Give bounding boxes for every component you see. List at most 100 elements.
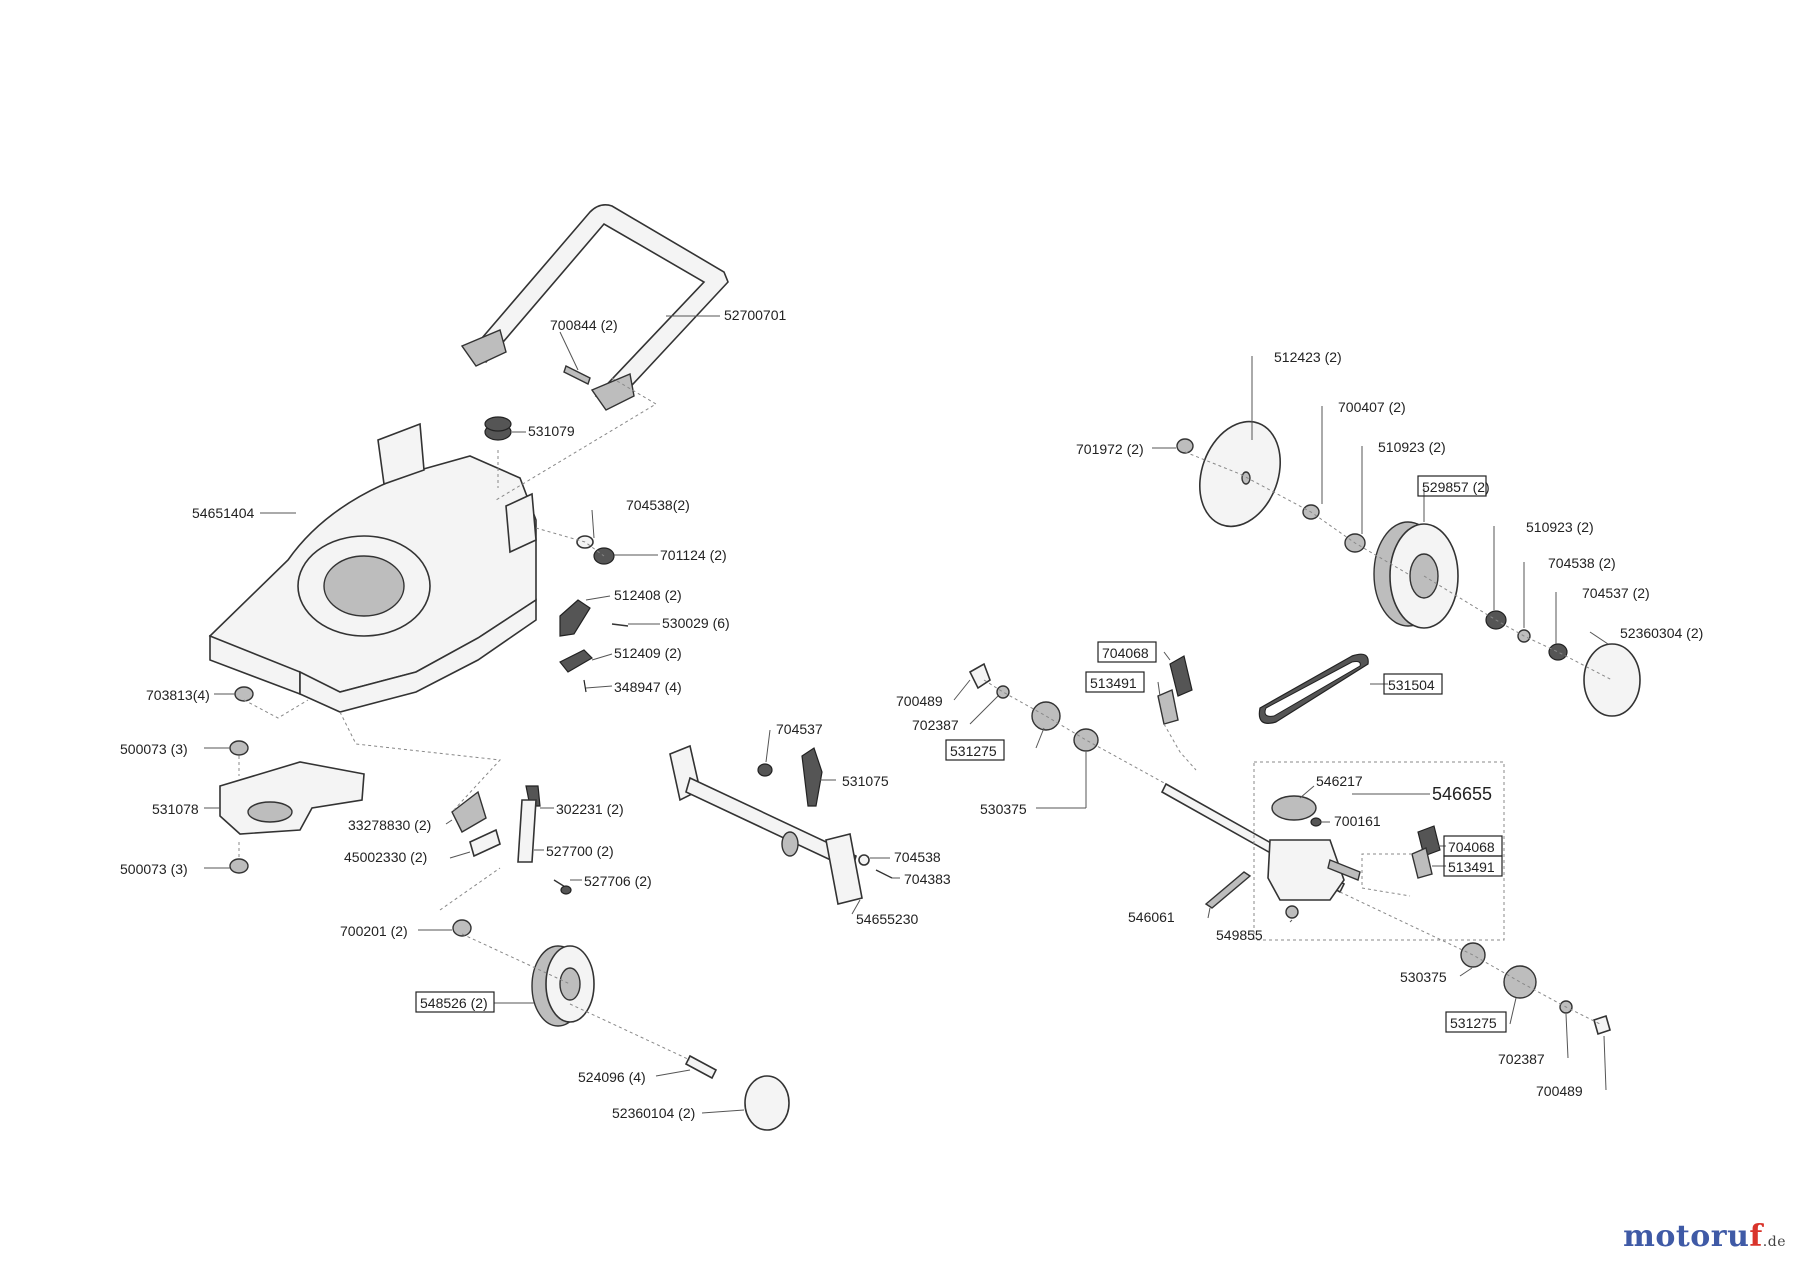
part-labels: 52700701 700844 (2) 531079 54651404 7045… (120, 307, 1703, 1121)
bracket-part (559, 599, 591, 637)
label-527700: 527700 (2) (546, 843, 614, 859)
screw-head-527706 (560, 885, 572, 895)
bolt-part (563, 365, 591, 385)
logo-suffix-text: .de (1762, 1234, 1786, 1250)
label-548526: 548526 (2) (420, 995, 488, 1011)
label-704068b: 704068 (1448, 839, 1495, 855)
grommet-top (484, 416, 512, 432)
bearing-part-700201 (452, 919, 472, 937)
washer-part-702387a (996, 685, 1010, 699)
rear-wheel-part (1373, 521, 1459, 629)
label-549855: 549855 (1216, 927, 1263, 943)
label-52360104: 52360104 (2) (612, 1105, 695, 1121)
plate-part (559, 649, 593, 673)
label-704538-2a: 704538(2) (626, 497, 690, 513)
assembly-lines (238, 377, 1613, 1061)
label-704383: 704383 (904, 871, 951, 887)
spring-part-513491a (1157, 689, 1179, 725)
label-531079: 531079 (528, 423, 575, 439)
label-524096: 524096 (4) (578, 1069, 646, 1085)
rear-cover-part (219, 761, 365, 835)
label-33278830: 33278830 (2) (348, 817, 431, 833)
front-wheel-part (531, 945, 595, 1027)
label-512408: 512408 (2) (614, 587, 682, 603)
label-531075: 531075 (842, 773, 889, 789)
handle-part (460, 204, 729, 411)
nut-part-704537b (1548, 643, 1568, 661)
label-704538c: 704538 (2) (1548, 555, 1616, 571)
label-704537b: 704537 (2) (1582, 585, 1650, 601)
nut-part-500073a (229, 740, 249, 756)
label-546655: 546655 (1432, 784, 1492, 804)
label-700489a: 700489 (896, 693, 943, 709)
spring-part-513491b (1411, 847, 1433, 879)
label-510923b: 510923 (2) (1526, 519, 1594, 535)
washer-part-701972 (1176, 438, 1194, 454)
label-54655230: 54655230 (856, 911, 919, 927)
label-510923a: 510923 (2) (1378, 439, 1446, 455)
plate-part-45002330 (469, 828, 501, 858)
label-700844: 700844 (2) (550, 317, 618, 333)
label-54651404: 54651404 (192, 505, 255, 521)
label-527706: 527706 (2) (584, 873, 652, 889)
label-500073a: 500073 (3) (120, 741, 188, 757)
nut-part-704537 (757, 763, 773, 777)
cable-part-546061 (1204, 871, 1252, 909)
clip-part-700489b (1593, 1014, 1611, 1036)
label-530029: 530029 (6) (662, 615, 730, 631)
wheel-disc-part (1198, 420, 1282, 528)
label-700161: 700161 (1334, 813, 1381, 829)
pinion-part-531275b (1503, 965, 1537, 999)
bolt-part-524096 (684, 1054, 718, 1080)
label-531275b: 531275 (1450, 1015, 1497, 1031)
label-701124: 701124 (2) (660, 547, 727, 563)
gearbox-part (1253, 761, 1505, 941)
axle-bracket-part (669, 744, 863, 905)
label-531078: 531078 (152, 801, 199, 817)
label-700489b: 700489 (1536, 1083, 1583, 1099)
label-704538b: 704538 (894, 849, 941, 865)
label-546061: 546061 (1128, 909, 1175, 925)
label-513491a: 513491 (1090, 675, 1137, 691)
label-702387a: 702387 (912, 717, 959, 733)
label-512423: 512423 (2) (1274, 349, 1342, 365)
logo-accent-text: f (1749, 1219, 1763, 1254)
hubcap-part-52360104 (744, 1075, 790, 1131)
screw-part-704383 (875, 869, 893, 879)
washer-part-704538 (858, 854, 870, 866)
clutch-part-530375b (1460, 942, 1486, 968)
label-530375b: 530375 (1400, 969, 1447, 985)
label-701972: 701972 (2) (1076, 441, 1144, 457)
label-529857: 529857 (2) (1422, 479, 1490, 495)
lever-part-531075 (801, 747, 823, 807)
screw-part-small (583, 679, 587, 693)
label-702387b: 702387 (1498, 1051, 1545, 1067)
label-513491b: 513491 (1448, 859, 1495, 875)
drive-belt-part (1258, 653, 1369, 724)
label-700407: 700407 (2) (1338, 399, 1406, 415)
hubcap-part-52360304 (1583, 643, 1641, 717)
adjuster-part-33278830 (451, 790, 487, 833)
label-52360304: 52360304 (2) (1620, 625, 1703, 641)
nut-part-500073b (229, 858, 249, 874)
clip-part-700489a (968, 662, 991, 690)
label-704068a: 704068 (1102, 645, 1149, 661)
label-700201: 700201 (2) (340, 923, 408, 939)
spring-part-704068a (1169, 655, 1193, 697)
label-512409: 512409 (2) (614, 645, 682, 661)
logo-main-text: motoru (1623, 1219, 1750, 1254)
part-549855 (1285, 905, 1299, 919)
lever-part-527700 (517, 799, 537, 863)
clutch-part-530375a (1073, 728, 1099, 752)
deck-part (208, 422, 537, 713)
label-302231: 302231 (2) (556, 801, 624, 817)
label-531275a: 531275 (950, 743, 997, 759)
label-530375a: 530375 (980, 801, 1027, 817)
label-500073b: 500073 (3) (120, 861, 188, 877)
label-348947: 348947 (4) (614, 679, 682, 695)
label-45002330: 45002330 (2) (344, 849, 427, 865)
nut-part-703813 (234, 686, 254, 702)
brand-logo: motoruf.de (1623, 1219, 1786, 1254)
